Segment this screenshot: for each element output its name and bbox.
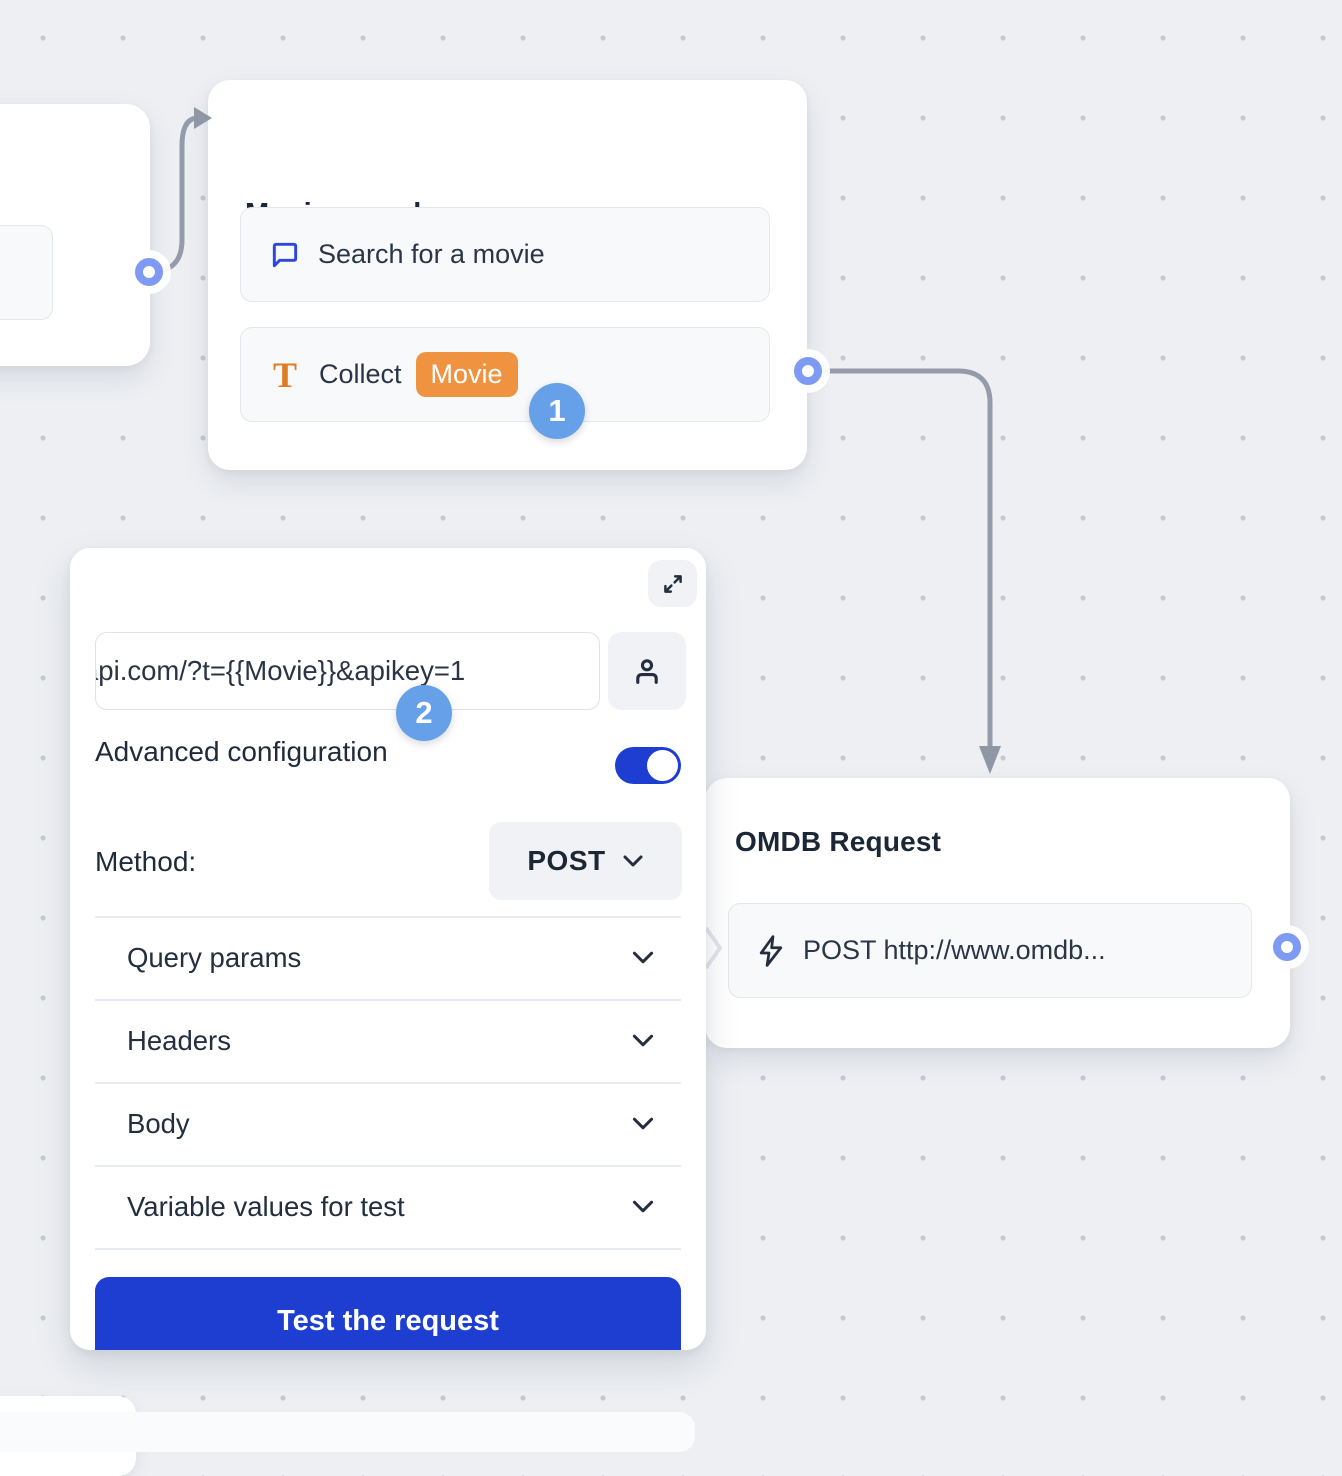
chat-bubble-icon [269,239,301,271]
method-label: Method: [95,846,197,877]
movie-search-node[interactable]: Movie search Search for a movie T Collec… [208,80,807,470]
connector-line [805,368,993,751]
webhook-row-label: POST http://www.omdb... [803,935,1106,965]
variable-insert-button[interactable] [608,632,686,710]
connector-arrowhead [979,746,1001,774]
advanced-config-label: Advanced configuration [95,736,388,767]
partial-node-row[interactable] [0,225,53,320]
section-headers[interactable]: Headers [95,999,681,1082]
section-label: Headers [127,1024,231,1056]
divider [95,1248,681,1250]
partial-node-card[interactable] [0,104,150,366]
method-value: POST [527,845,606,876]
port-ring [1273,933,1301,961]
divider [95,916,681,918]
omdb-request-node[interactable]: OMDB Request POST http://www.omdb... [705,778,1290,1048]
test-request-button[interactable]: Test the request [95,1277,681,1350]
method-dropdown[interactable]: POST [489,822,682,900]
port-ring [794,357,822,385]
section-label: Query params [127,941,302,973]
search-row-label: Search for a movie [318,239,545,269]
expand-button[interactable] [648,560,697,607]
collect-input-row[interactable]: T Collect Movie [240,327,770,422]
port-ring [135,258,163,286]
variable-badge[interactable]: Movie [415,352,518,397]
section-query-params[interactable]: Query params [95,916,681,999]
partial-node-card [0,1412,695,1452]
section-label: Body [127,1107,190,1139]
step-1-badge: 1 [529,383,585,439]
connector-line [147,115,201,275]
toggle-knob [647,750,678,781]
url-input-value: api.com/?t={{Movie}}&apikey=1 [95,655,466,686]
chevron-down-icon [631,1116,655,1131]
collect-row-label: Collect [319,359,402,389]
lightning-icon [755,934,787,968]
text-icon: T [273,354,298,395]
webhook-config-panel: api.com/?t={{Movie}}&apikey=1 Advanced c… [70,548,706,1350]
search-message-row[interactable]: Search for a movie [240,207,770,302]
chevron-down-icon [631,1199,655,1214]
person-icon [630,654,664,688]
node-title: OMDB Request [735,826,942,857]
divider [95,999,681,1001]
webhook-row[interactable]: POST http://www.omdb... [728,903,1252,998]
section-body[interactable]: Body [95,1082,681,1165]
divider [95,1165,681,1167]
chevron-down-icon [631,950,655,965]
chevron-down-icon [631,1033,655,1048]
step-2-badge: 2 [396,685,452,741]
url-input[interactable]: api.com/?t={{Movie}}&apikey=1 [95,632,600,710]
connector-port[interactable] [1265,925,1309,969]
chevron-down-icon [622,854,644,868]
divider [95,1082,681,1084]
section-variable-values[interactable]: Variable values for test [95,1165,681,1248]
connector-port[interactable] [127,250,171,294]
section-label: Variable values for test [127,1190,405,1222]
connector-port[interactable] [786,349,830,393]
expand-icon [660,571,686,597]
advanced-config-toggle[interactable] [615,747,681,784]
